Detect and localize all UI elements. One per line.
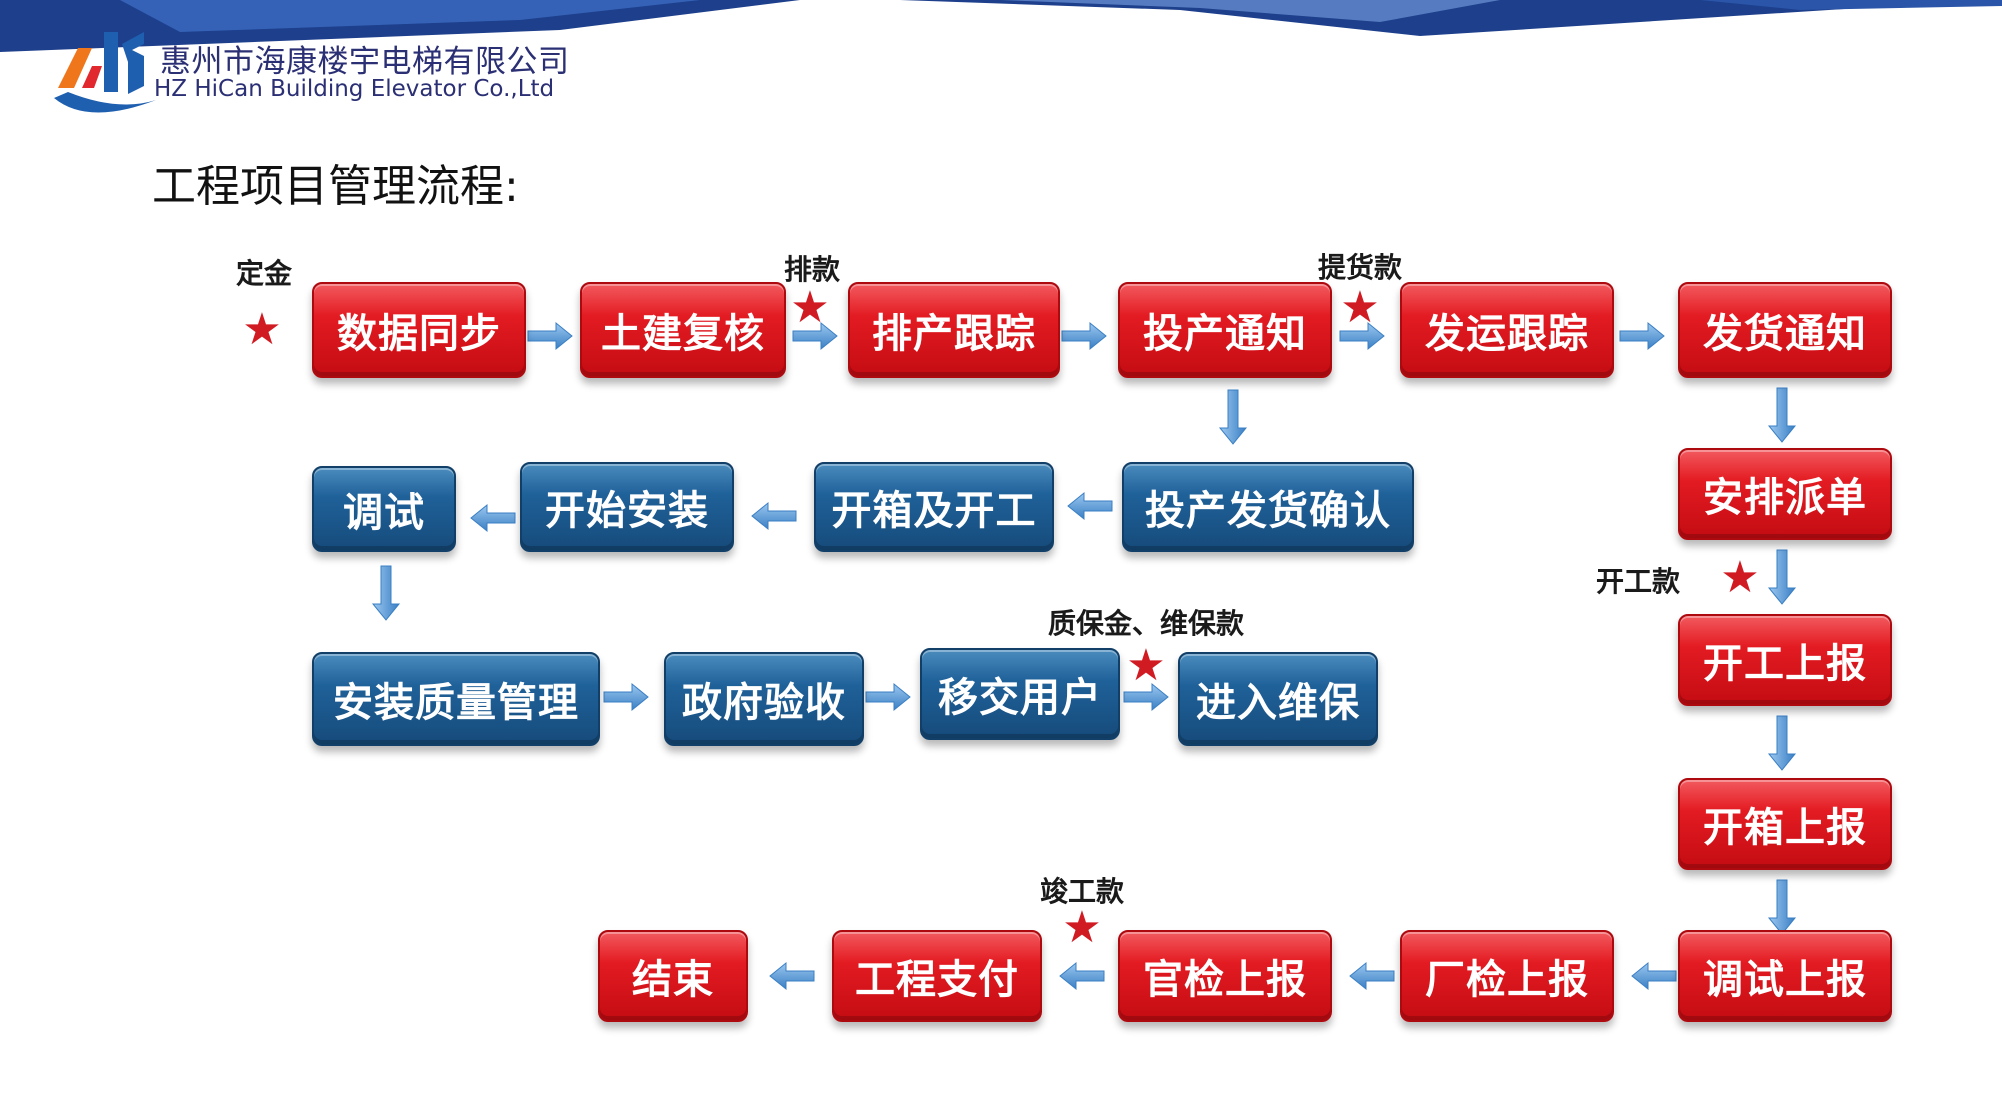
stage-install-quality: 安装质量管理 (312, 652, 600, 746)
star-icon: ★ (1062, 902, 1102, 953)
payment-start-label: 开工款 (1596, 565, 1681, 598)
star-icon: ★ (1720, 552, 1760, 603)
stage-unpack-report: 开箱上报 (1678, 778, 1892, 870)
stage-unpack-start: 开箱及开工 (814, 462, 1054, 552)
stage-civil-review: 土建复核 (580, 282, 786, 378)
star-icon: ★ (1340, 282, 1380, 333)
stage-start-report: 开工上报 (1678, 614, 1892, 706)
stage-maintenance: 进入维保 (1178, 652, 1378, 746)
stage-commissioning-report: 调试上报 (1678, 930, 1892, 1022)
stage-handover: 移交用户 (920, 648, 1120, 740)
payment-deposit-label: 定金 (236, 257, 293, 290)
stage-official-inspection: 官检上报 (1118, 930, 1332, 1022)
star-icon: ★ (242, 304, 282, 355)
stage-factory-inspection: 厂检上报 (1400, 930, 1614, 1022)
stage-commissioning: 调试 (312, 466, 456, 552)
star-icon: ★ (1126, 640, 1166, 691)
stage-data-sync: 数据同步 (312, 282, 526, 378)
stage-delivery-notice: 发货通知 (1678, 282, 1892, 378)
stage-dispatch: 安排派单 (1678, 448, 1892, 540)
payment-warranty-label: 质保金、维保款 (1048, 607, 1245, 640)
company-name-en: HZ HiCan Building Elevator Co.,Ltd (154, 76, 555, 102)
payment-schedule-label: 排款 (784, 253, 841, 286)
stage-production-tracking: 排产跟踪 (848, 282, 1060, 378)
company-logo-icon (54, 32, 156, 113)
stage-government-acceptance: 政府验收 (664, 652, 864, 746)
stage-project-payment: 工程支付 (832, 930, 1042, 1022)
payment-completion-label: 竣工款 (1040, 875, 1125, 908)
stage-shipping-tracking: 发运跟踪 (1400, 282, 1614, 378)
company-name-cn: 惠州市海康楼宇电梯有限公司 (160, 44, 570, 80)
payment-pickup-label: 提货款 (1318, 251, 1403, 284)
stage-end: 结束 (598, 930, 748, 1022)
stage-start-install: 开始安装 (520, 462, 734, 552)
stage-production-notice: 投产通知 (1118, 282, 1332, 378)
star-icon: ★ (790, 282, 830, 333)
stage-production-shipment-confirm: 投产发货确认 (1122, 462, 1414, 552)
header-banner (0, 0, 2002, 52)
page-title: 工程项目管理流程: (152, 161, 519, 212)
